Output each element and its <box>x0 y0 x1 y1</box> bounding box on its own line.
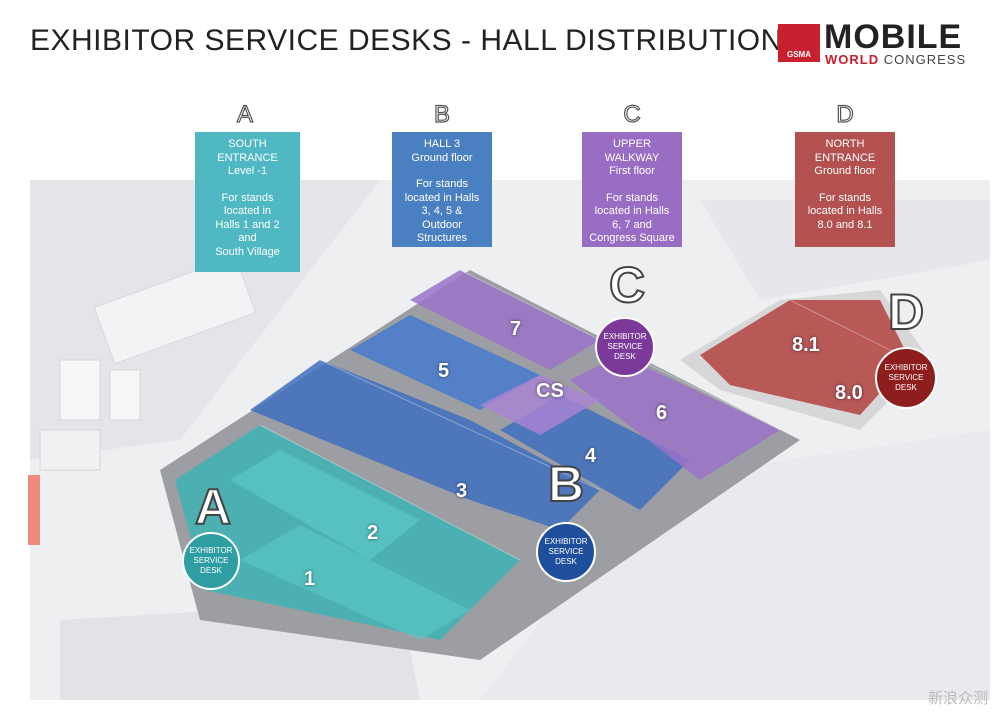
logo-congress: CONGRESS <box>883 52 967 67</box>
panel-c-line: located in Halls <box>594 205 670 217</box>
desk-label: EXHIBITOR <box>189 546 233 555</box>
mwc-logo: GSMA MOBILE WORLD CONGRESS <box>778 18 978 68</box>
panel-c-line: For stands <box>606 191 658 204</box>
hall-8-area <box>700 300 910 415</box>
hall-3-label: 3 <box>456 480 468 502</box>
desk-label: SERVICE <box>607 342 643 351</box>
watermark: 新浪众测 <box>927 690 988 707</box>
panel-b-line: For stands <box>416 178 468 190</box>
panel-b-line: Structures <box>416 232 468 244</box>
panel-c-line: UPPER <box>613 138 651 150</box>
desk-label: DESK <box>555 557 577 566</box>
panel-d-line: Ground floor <box>814 165 876 177</box>
hall-3-5-area <box>250 360 600 530</box>
panel-a-line: located in <box>223 205 272 217</box>
hall-8-1-label: 8.1 <box>792 334 820 356</box>
hall-8-0-label: 8.0 <box>835 382 863 404</box>
panel-d-line: ENTRANCE <box>814 151 876 164</box>
panel-b-line: 3, 4, 5 & <box>421 205 463 217</box>
logo-world-congress: WORLD CONGRESS <box>825 52 966 67</box>
desk-label: SERVICE <box>548 547 584 556</box>
desk-label: DESK <box>614 352 636 361</box>
desk-b-letter: B <box>547 455 585 513</box>
page-title: EXHIBITOR SERVICE DESKS - HALL DISTRIBUT… <box>30 24 783 57</box>
desk-a-letter: A <box>194 478 232 536</box>
desk-label: EXHIBITOR <box>544 537 588 546</box>
hall-2-label: 2 <box>367 522 379 544</box>
panel-c-line: WALKWAY <box>604 151 660 164</box>
hall-5-label: 5 <box>438 360 450 382</box>
panel-d-line: For stands <box>819 191 871 204</box>
panel-a-letter: A <box>236 100 253 128</box>
panel-a-line: ENTRANCE <box>217 151 278 164</box>
hall-4-label: 4 <box>585 445 597 467</box>
desk-c-letter: C <box>608 256 646 314</box>
panel-d-line: NORTH <box>825 138 865 150</box>
congress-square-label: CS <box>536 380 564 402</box>
desk-label: SERVICE <box>193 556 229 565</box>
panel-a-line: For stands <box>221 191 274 204</box>
panel-b-line: HALL 3 <box>423 138 461 150</box>
hall-1-label: 1 <box>304 568 316 590</box>
panel-b: HALL 3 Ground floor For stands located i… <box>392 132 492 247</box>
panel-d-letter: D <box>836 100 855 128</box>
panel-c-letter: C <box>623 100 642 128</box>
panel-a-line: Halls 1 and 2 <box>215 218 280 231</box>
desk-label: SERVICE <box>888 373 924 382</box>
panel-a-line: SOUTH <box>228 138 267 150</box>
hall-6-label: 6 <box>656 402 668 424</box>
hall-7-label: 7 <box>510 318 522 340</box>
desk-label: EXHIBITOR <box>884 363 928 372</box>
panel-b-line: Outdoor <box>422 218 462 231</box>
hall-6-7-area <box>410 270 600 370</box>
logo-world: WORLD <box>825 52 880 67</box>
desk-d-letter: D <box>887 283 925 341</box>
desk-label: DESK <box>895 383 917 392</box>
panel-b-line: Ground floor <box>411 151 473 164</box>
panel-d-line: 8.0 and 8.1 <box>817 218 873 231</box>
logo-mobile: MOBILE <box>824 18 963 56</box>
panel-a-line: and <box>238 232 257 244</box>
desk-label: EXHIBITOR <box>603 332 647 341</box>
panel-d: NORTH ENTRANCE Ground floor For stands l… <box>795 132 895 247</box>
gsma-text: GSMA <box>787 50 811 59</box>
panel-a-line: Level -1 <box>227 165 268 177</box>
panel-c-line: Congress Square <box>589 232 675 244</box>
desk-label: DESK <box>200 566 222 575</box>
panel-d-line: located in Halls <box>807 205 883 217</box>
panel-b-line: located in Halls <box>404 191 480 204</box>
panel-c: UPPER WALKWAY First floor For stands loc… <box>582 132 682 247</box>
panel-c-line: First floor <box>609 165 655 177</box>
panel-c-line: 6, 7 and <box>612 218 652 231</box>
panel-a-line: South Village <box>215 245 280 258</box>
gsma-badge <box>778 24 820 62</box>
panel-b-letter: B <box>433 100 450 128</box>
panel-a: SOUTH ENTRANCE Level -1 For stands locat… <box>195 132 300 272</box>
